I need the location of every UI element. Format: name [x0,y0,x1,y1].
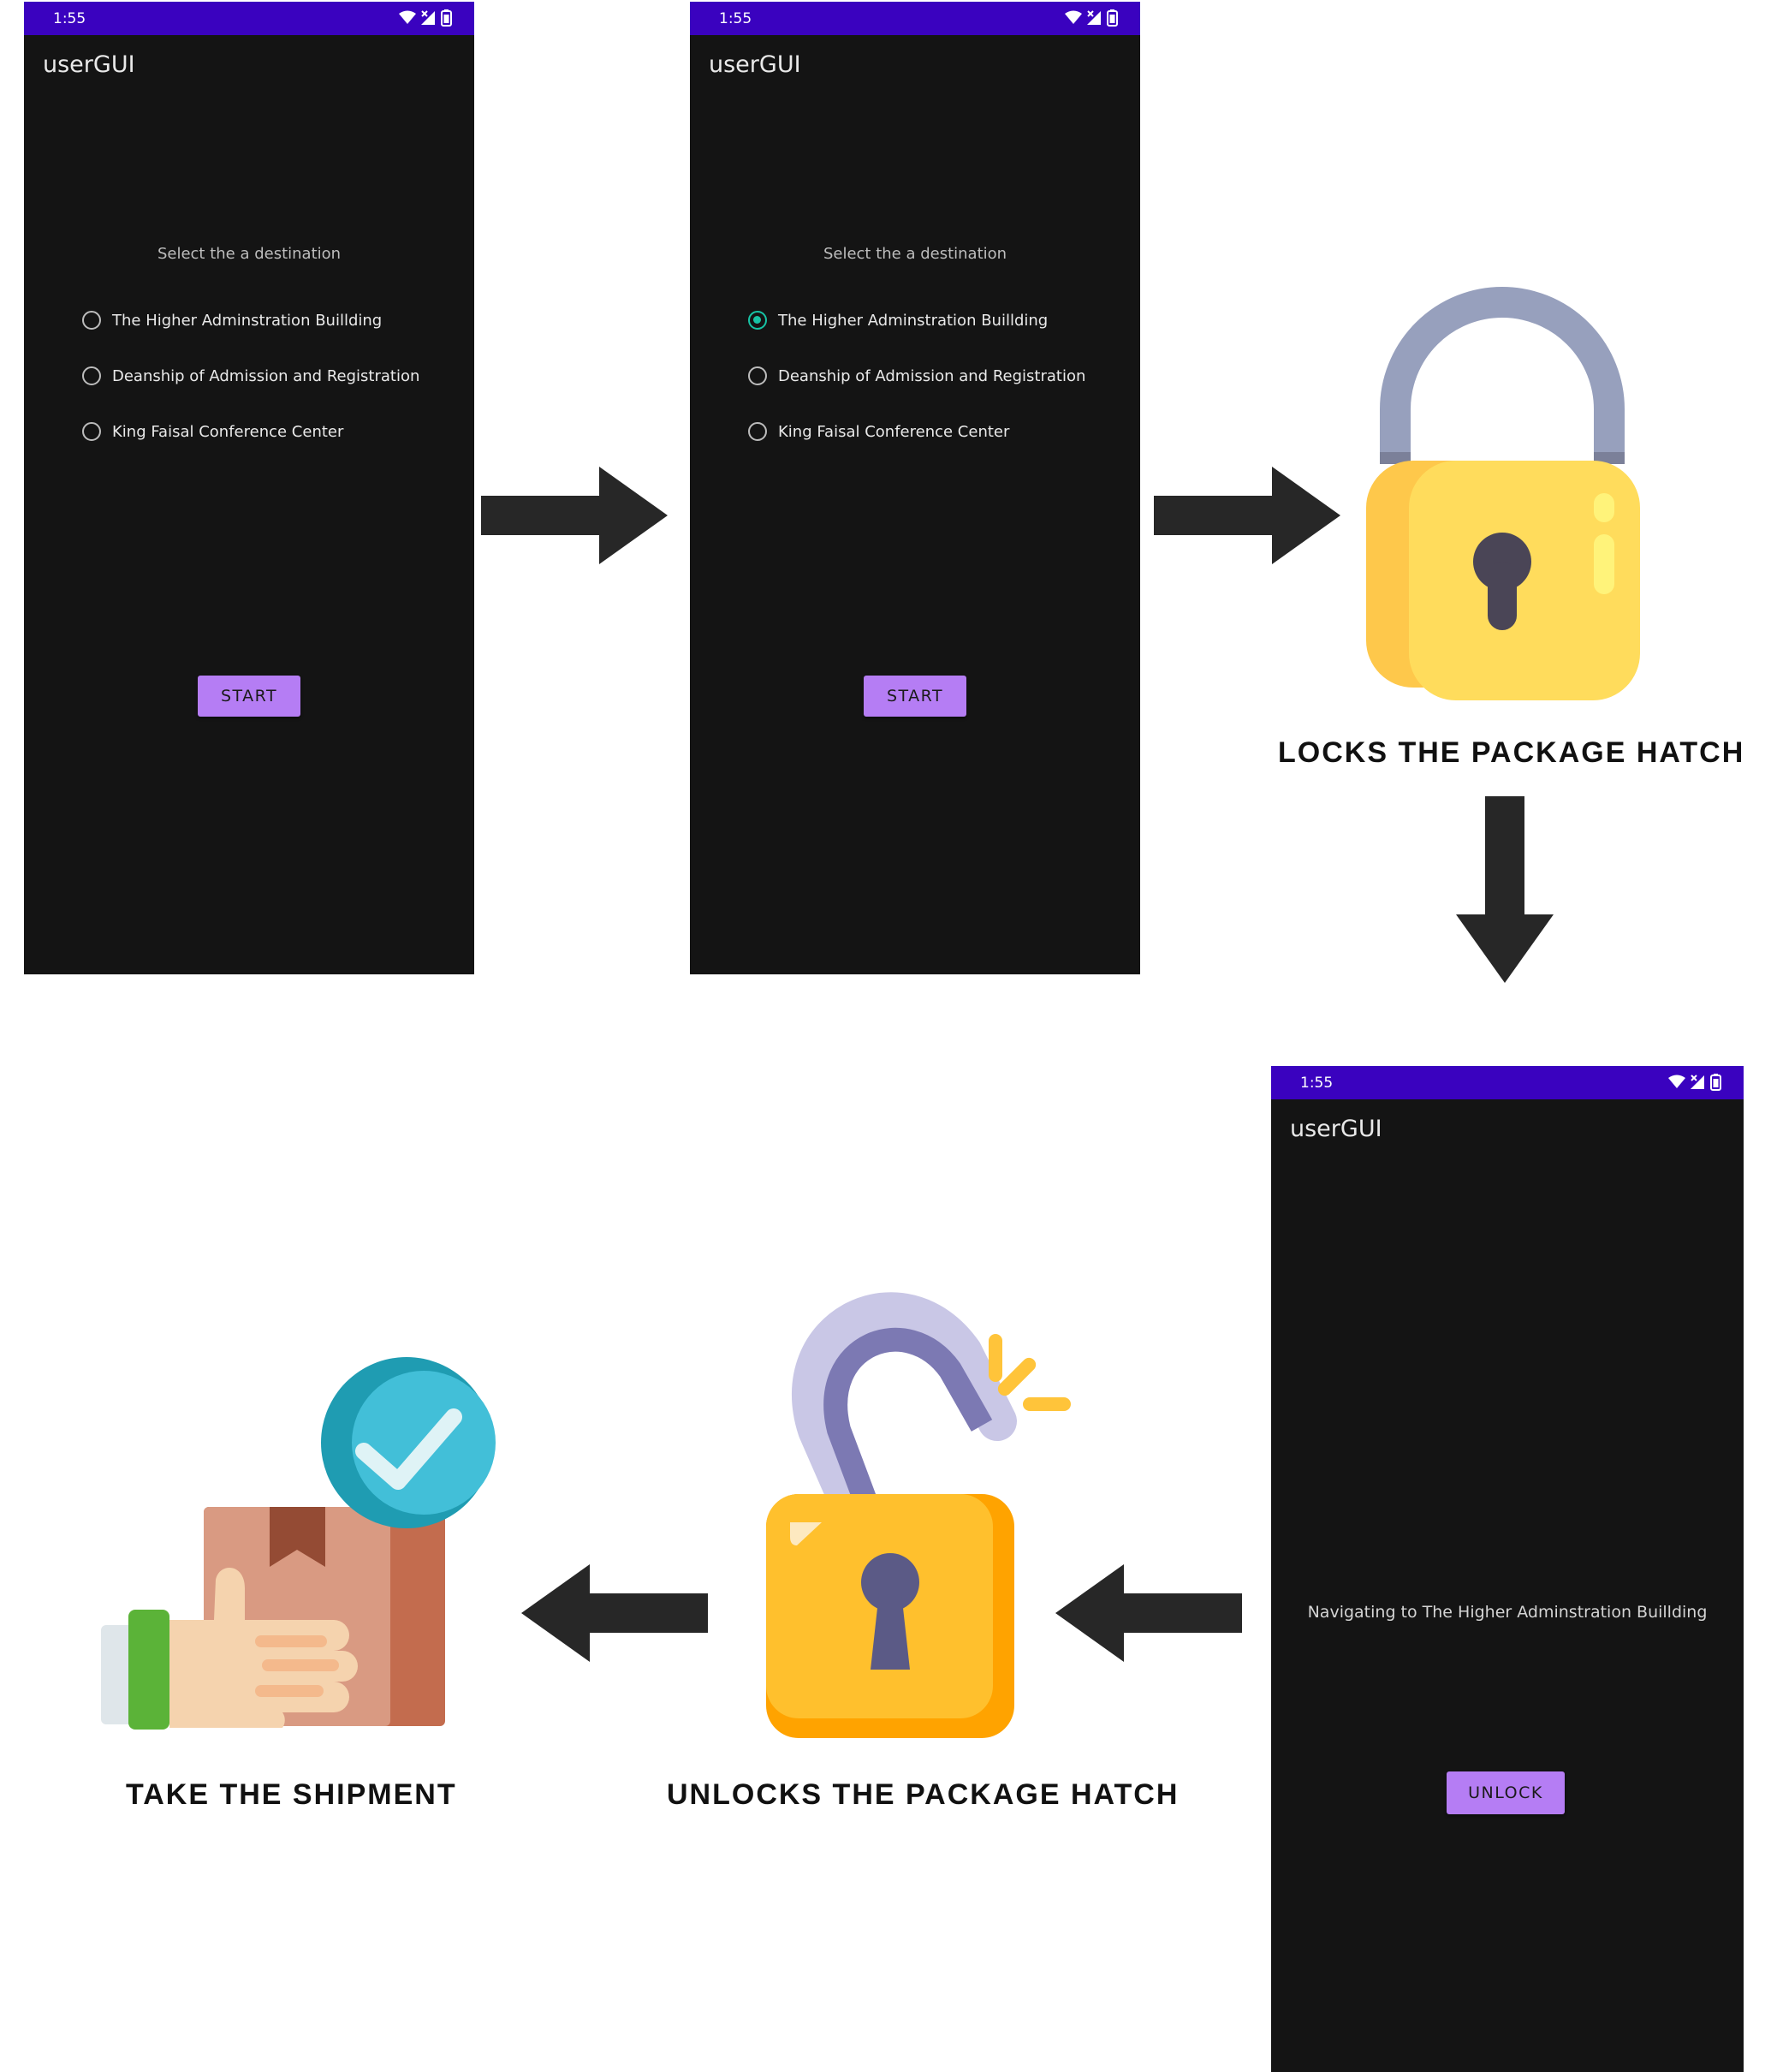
radio-label: Deanship of Admission and Registration [778,366,1086,385]
start-button[interactable]: START [864,676,966,717]
radio-option-3[interactable]: King Faisal Conference Center [748,419,1009,444]
battery-icon [1710,1074,1721,1091]
destination-prompt: Select the a destination [157,245,342,263]
package-delivered-icon [101,1357,496,1730]
start-button[interactable]: START [198,676,300,717]
radio-circle[interactable] [748,366,767,385]
phone-screen-navigating: 1:55 userGUI Navigating to The Higher Ad… [1271,1066,1744,2072]
signal-icon [421,10,435,25]
radio-option-2[interactable]: Deanship of Admission and Registration [748,363,1085,389]
navigating-status-text: Navigating to The Higher Adminstration B… [1307,1603,1708,1622]
signal-icon [1691,1075,1704,1089]
status-time: 1:55 [53,10,86,27]
radio-label: The Higher Adminstration Buillding [778,311,1049,330]
status-bar: 1:55 [24,2,474,35]
caption-take-shipment: TAKE THE SHIPMENT [126,1778,457,1811]
radio-label: King Faisal Conference Center [778,422,1010,441]
arrow-left-icon [521,1564,708,1662]
unlocked-lock-icon [766,1292,1071,1738]
radio-label: Deanship of Admission and Registration [112,366,420,385]
arrow-left-icon [1055,1564,1242,1662]
radio-circle[interactable] [82,311,101,330]
app-title: userGUI [1290,1116,1382,1142]
phone-screen-select: 1:55 userGUI Select the a destination Th… [24,2,474,974]
status-icons [1063,9,1123,32]
radio-label: The Higher Adminstration Buillding [112,311,383,330]
arrow-right-icon [1154,467,1340,564]
radio-option-3[interactable]: King Faisal Conference Center [82,419,343,444]
radio-option-1[interactable]: The Higher Adminstration Buillding [82,307,382,333]
radio-circle[interactable] [82,422,101,441]
status-bar: 1:55 [1271,1066,1744,1099]
signal-icon [1087,10,1101,25]
wifi-icon [399,10,416,24]
radio-circle-selected[interactable] [748,311,767,330]
wifi-icon [1065,10,1082,24]
radio-option-1-selected[interactable]: The Higher Adminstration Buillding [748,307,1048,333]
battery-icon [1107,9,1118,27]
status-bar: 1:55 [690,2,1140,35]
arrow-right-icon [481,467,668,564]
battery-icon [441,9,452,27]
phone-screen-selected: 1:55 userGUI Select the a destination Th… [690,2,1140,974]
lock-icon [1366,287,1640,700]
radio-option-2[interactable]: Deanship of Admission and Registration [82,363,419,389]
radio-label: King Faisal Conference Center [112,422,344,441]
destination-prompt: Select the a destination [823,245,1007,263]
app-title: userGUI [43,51,135,78]
status-time: 1:55 [1300,1075,1334,1092]
caption-lock: LOCKS THE PACKAGE HATCH [1278,736,1745,769]
unlock-button[interactable]: UNLOCK [1447,1771,1565,1814]
wifi-icon [1668,1075,1685,1088]
caption-unlock: UNLOCKS THE PACKAGE HATCH [667,1778,1180,1811]
radio-circle[interactable] [748,422,767,441]
status-icons [397,9,457,32]
app-title: userGUI [709,51,801,78]
status-icons [1667,1073,1726,1096]
status-time: 1:55 [719,10,752,27]
arrow-down-icon [1456,796,1554,983]
radio-circle[interactable] [82,366,101,385]
